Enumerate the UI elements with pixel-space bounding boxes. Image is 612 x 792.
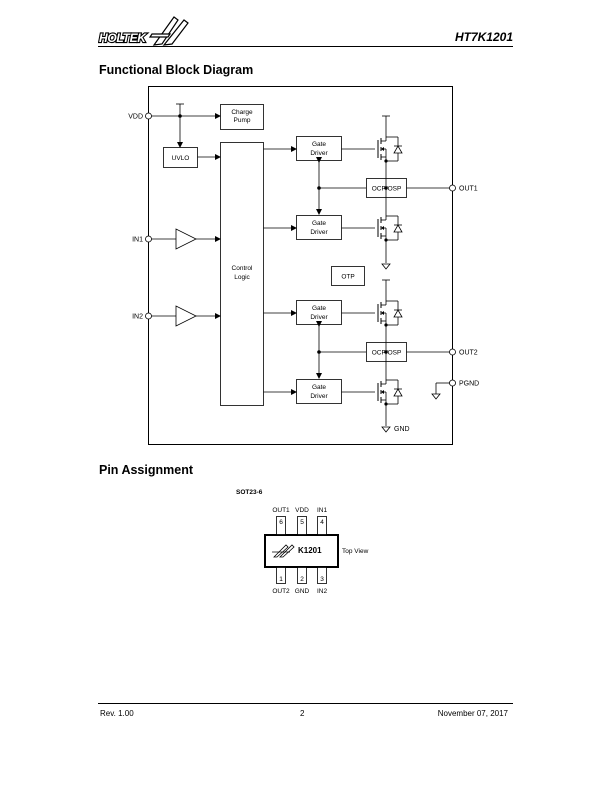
- out1-pin: OUT1: [449, 184, 478, 193]
- block-diagram-heading: Functional Block Diagram: [99, 63, 254, 77]
- pgnd-ground-symbol: [431, 393, 441, 400]
- gate-driver-4-label-1: Gate: [312, 384, 326, 391]
- gate-driver-1-label-2: Driver: [310, 150, 328, 157]
- in1-pin: IN1: [132, 235, 152, 244]
- footer-revision: Rev. 1.00: [100, 709, 134, 718]
- control-logic-label-1: Control: [232, 265, 254, 272]
- pin-5-number: 5: [300, 519, 304, 526]
- gnd-label: GND: [394, 426, 410, 433]
- otp-block: OTP: [331, 266, 365, 286]
- pin-3: 3 IN2: [317, 567, 328, 595]
- pin-1-number: 1: [279, 576, 283, 583]
- gate-driver-2-label-2: Driver: [310, 229, 328, 236]
- out2-pin: OUT2: [449, 348, 478, 357]
- otp-label: OTP: [341, 274, 354, 281]
- charge-pump-label-1: Charge: [231, 109, 253, 116]
- control-logic-block: Control Logic: [220, 142, 264, 406]
- package-holtek-mark-icon: [272, 544, 295, 558]
- in2-pin: IN2: [132, 312, 152, 321]
- high-side-fet-1: [377, 132, 403, 166]
- pin-assignment-heading: Pin Assignment: [99, 463, 193, 477]
- pgnd-pin-label: PGND: [459, 381, 479, 388]
- gate-driver-1: Gate Driver: [296, 136, 342, 161]
- gate-driver-2: Gate Driver: [296, 215, 342, 240]
- ground-symbol-1: [381, 263, 391, 270]
- low-side-fet-1: [377, 211, 403, 245]
- pin-4-number: 4: [320, 519, 324, 526]
- pin-3-number: 3: [320, 576, 324, 583]
- vdd-pin-label: VDD: [128, 114, 143, 121]
- in2-buffer: [175, 305, 197, 327]
- footer-page-number: 2: [300, 709, 305, 718]
- chip-marking: K1201: [298, 546, 322, 555]
- in2-pin-label: IN2: [132, 314, 143, 321]
- holtek-logo: HOLTEK: [98, 16, 189, 46]
- in1-pin-label: IN1: [132, 237, 143, 244]
- uvlo-block: UVLO: [163, 147, 198, 168]
- uvlo-label: UVLO: [172, 155, 190, 162]
- footer-date: November 07, 2017: [437, 709, 508, 718]
- pin-2-name: GND: [295, 588, 310, 595]
- pin-2-number: 2: [300, 576, 304, 583]
- control-logic-label-2: Logic: [234, 274, 250, 281]
- pin-1-name: OUT2: [272, 588, 290, 595]
- package-label: SOT23-6: [236, 489, 263, 496]
- charge-pump-label-2: Pump: [234, 117, 251, 124]
- pin-6-name: OUT1: [272, 507, 290, 514]
- charge-pump-block: Charge Pump: [220, 104, 264, 130]
- pin-3-name: IN2: [317, 588, 328, 595]
- gate-driver-2-label-1: Gate: [312, 220, 326, 227]
- document-title: HT7K1201: [454, 30, 513, 44]
- out2-pin-label: OUT2: [459, 350, 478, 357]
- gate-driver-3-label-2: Driver: [310, 314, 328, 321]
- holtek-logo-mark: [148, 16, 189, 46]
- gate-driver-4: Gate Driver: [296, 379, 342, 404]
- out1-pin-label: OUT1: [459, 186, 478, 193]
- pin-2: 2 GND: [295, 567, 310, 595]
- pin-4: IN1 4: [317, 507, 328, 535]
- low-side-fet-2: [377, 375, 403, 409]
- ground-symbol-2: [381, 426, 391, 433]
- pin-4-name: IN1: [317, 507, 328, 514]
- top-view-label: Top View: [342, 548, 369, 555]
- pin-1: 1 OUT2: [272, 567, 290, 595]
- header-rule: [98, 46, 513, 47]
- pin-5: VDD 5: [295, 507, 309, 535]
- pin-6-number: 6: [279, 519, 283, 526]
- in1-buffer: [175, 228, 197, 250]
- sot23-6-package: K1201: [264, 534, 339, 568]
- gate-driver-4-label-2: Driver: [310, 393, 328, 400]
- gate-driver-3: Gate Driver: [296, 300, 342, 325]
- pin-6: OUT1 6: [272, 507, 290, 535]
- holtek-logo-text: HOLTEK: [99, 31, 147, 45]
- high-side-fet-2: [377, 296, 403, 330]
- footer-rule: [98, 703, 513, 704]
- ic-boundary: [148, 86, 453, 445]
- gate-driver-1-label-1: Gate: [312, 141, 326, 148]
- pgnd-pin: PGND: [449, 379, 479, 388]
- gate-driver-3-label-1: Gate: [312, 305, 326, 312]
- pin-5-name: VDD: [295, 507, 309, 514]
